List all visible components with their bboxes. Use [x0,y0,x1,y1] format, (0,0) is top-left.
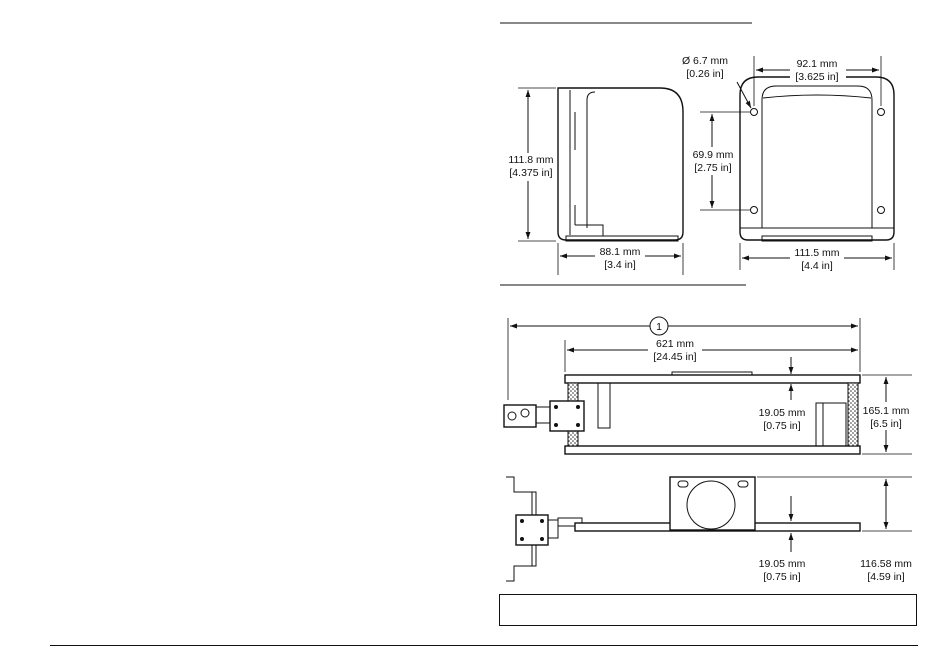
side-view-body [558,88,683,240]
hole-diameter-in: [0.26 in] [686,68,723,80]
hole-spacing-h-in: [3.625 in] [795,71,838,83]
lower-gap-mm: 19.05 mm [759,558,806,570]
lower-height-in: [4.59 in] [867,571,904,583]
sensor-housing [670,477,755,530]
side-depth-mm: 88.1 mm [600,246,641,258]
front-width-in: [4.4 in] [801,260,833,272]
hole-spacing-v-mm: 69.9 mm [693,149,734,161]
frame-top-rail [565,375,860,383]
frame-length-in: [24.45 in] [653,351,696,363]
lower-gap-in: [0.75 in] [763,571,800,583]
frame-length-mm: 621 mm [656,338,694,350]
callout-1-label: 1 [656,321,662,333]
hole-diameter-mm: Ø 6.7 mm [682,55,728,67]
side-depth-in: [3.4 in] [604,259,636,271]
top-gap-mm: 19.05 mm [759,407,806,419]
frame-bottom-rail [565,446,860,454]
hole-spacing-h-mm: 92.1 mm [797,58,838,70]
front-width-mm: 111.5 mm [794,247,839,259]
frame-right-end [848,383,858,446]
front-view-plate [740,77,894,240]
lower-height-mm: 116.58 mm [860,558,912,570]
lower-view: 19.05 mm [0.75 in] 116.58 mm [4.59 in] [506,477,912,583]
side-height-mm: 111.8 mm [508,154,553,166]
frame-height-mm: 165.1 mm [863,405,910,417]
side-height-in: [4.375 in] [509,167,552,179]
top-gap-in: [0.75 in] [763,420,800,432]
caption-box [499,594,917,626]
side-view: 111.8 mm [4.375 in] 88.1 mm [3.4 in] [505,88,683,275]
frame-height-in: [6.5 in] [870,418,902,430]
hole-spacing-v-in: [2.75 in] [694,162,731,174]
top-view: 1 621 mm [24.45 in] 19.05 mm [0.75 in] [504,317,914,454]
mount-bracket [504,405,536,427]
front-view: Ø 6.7 mm [0.26 in] 92.1 mm [3.625 in] 69… [682,55,894,273]
sensor-block [816,403,846,446]
footer-rule [50,645,918,646]
